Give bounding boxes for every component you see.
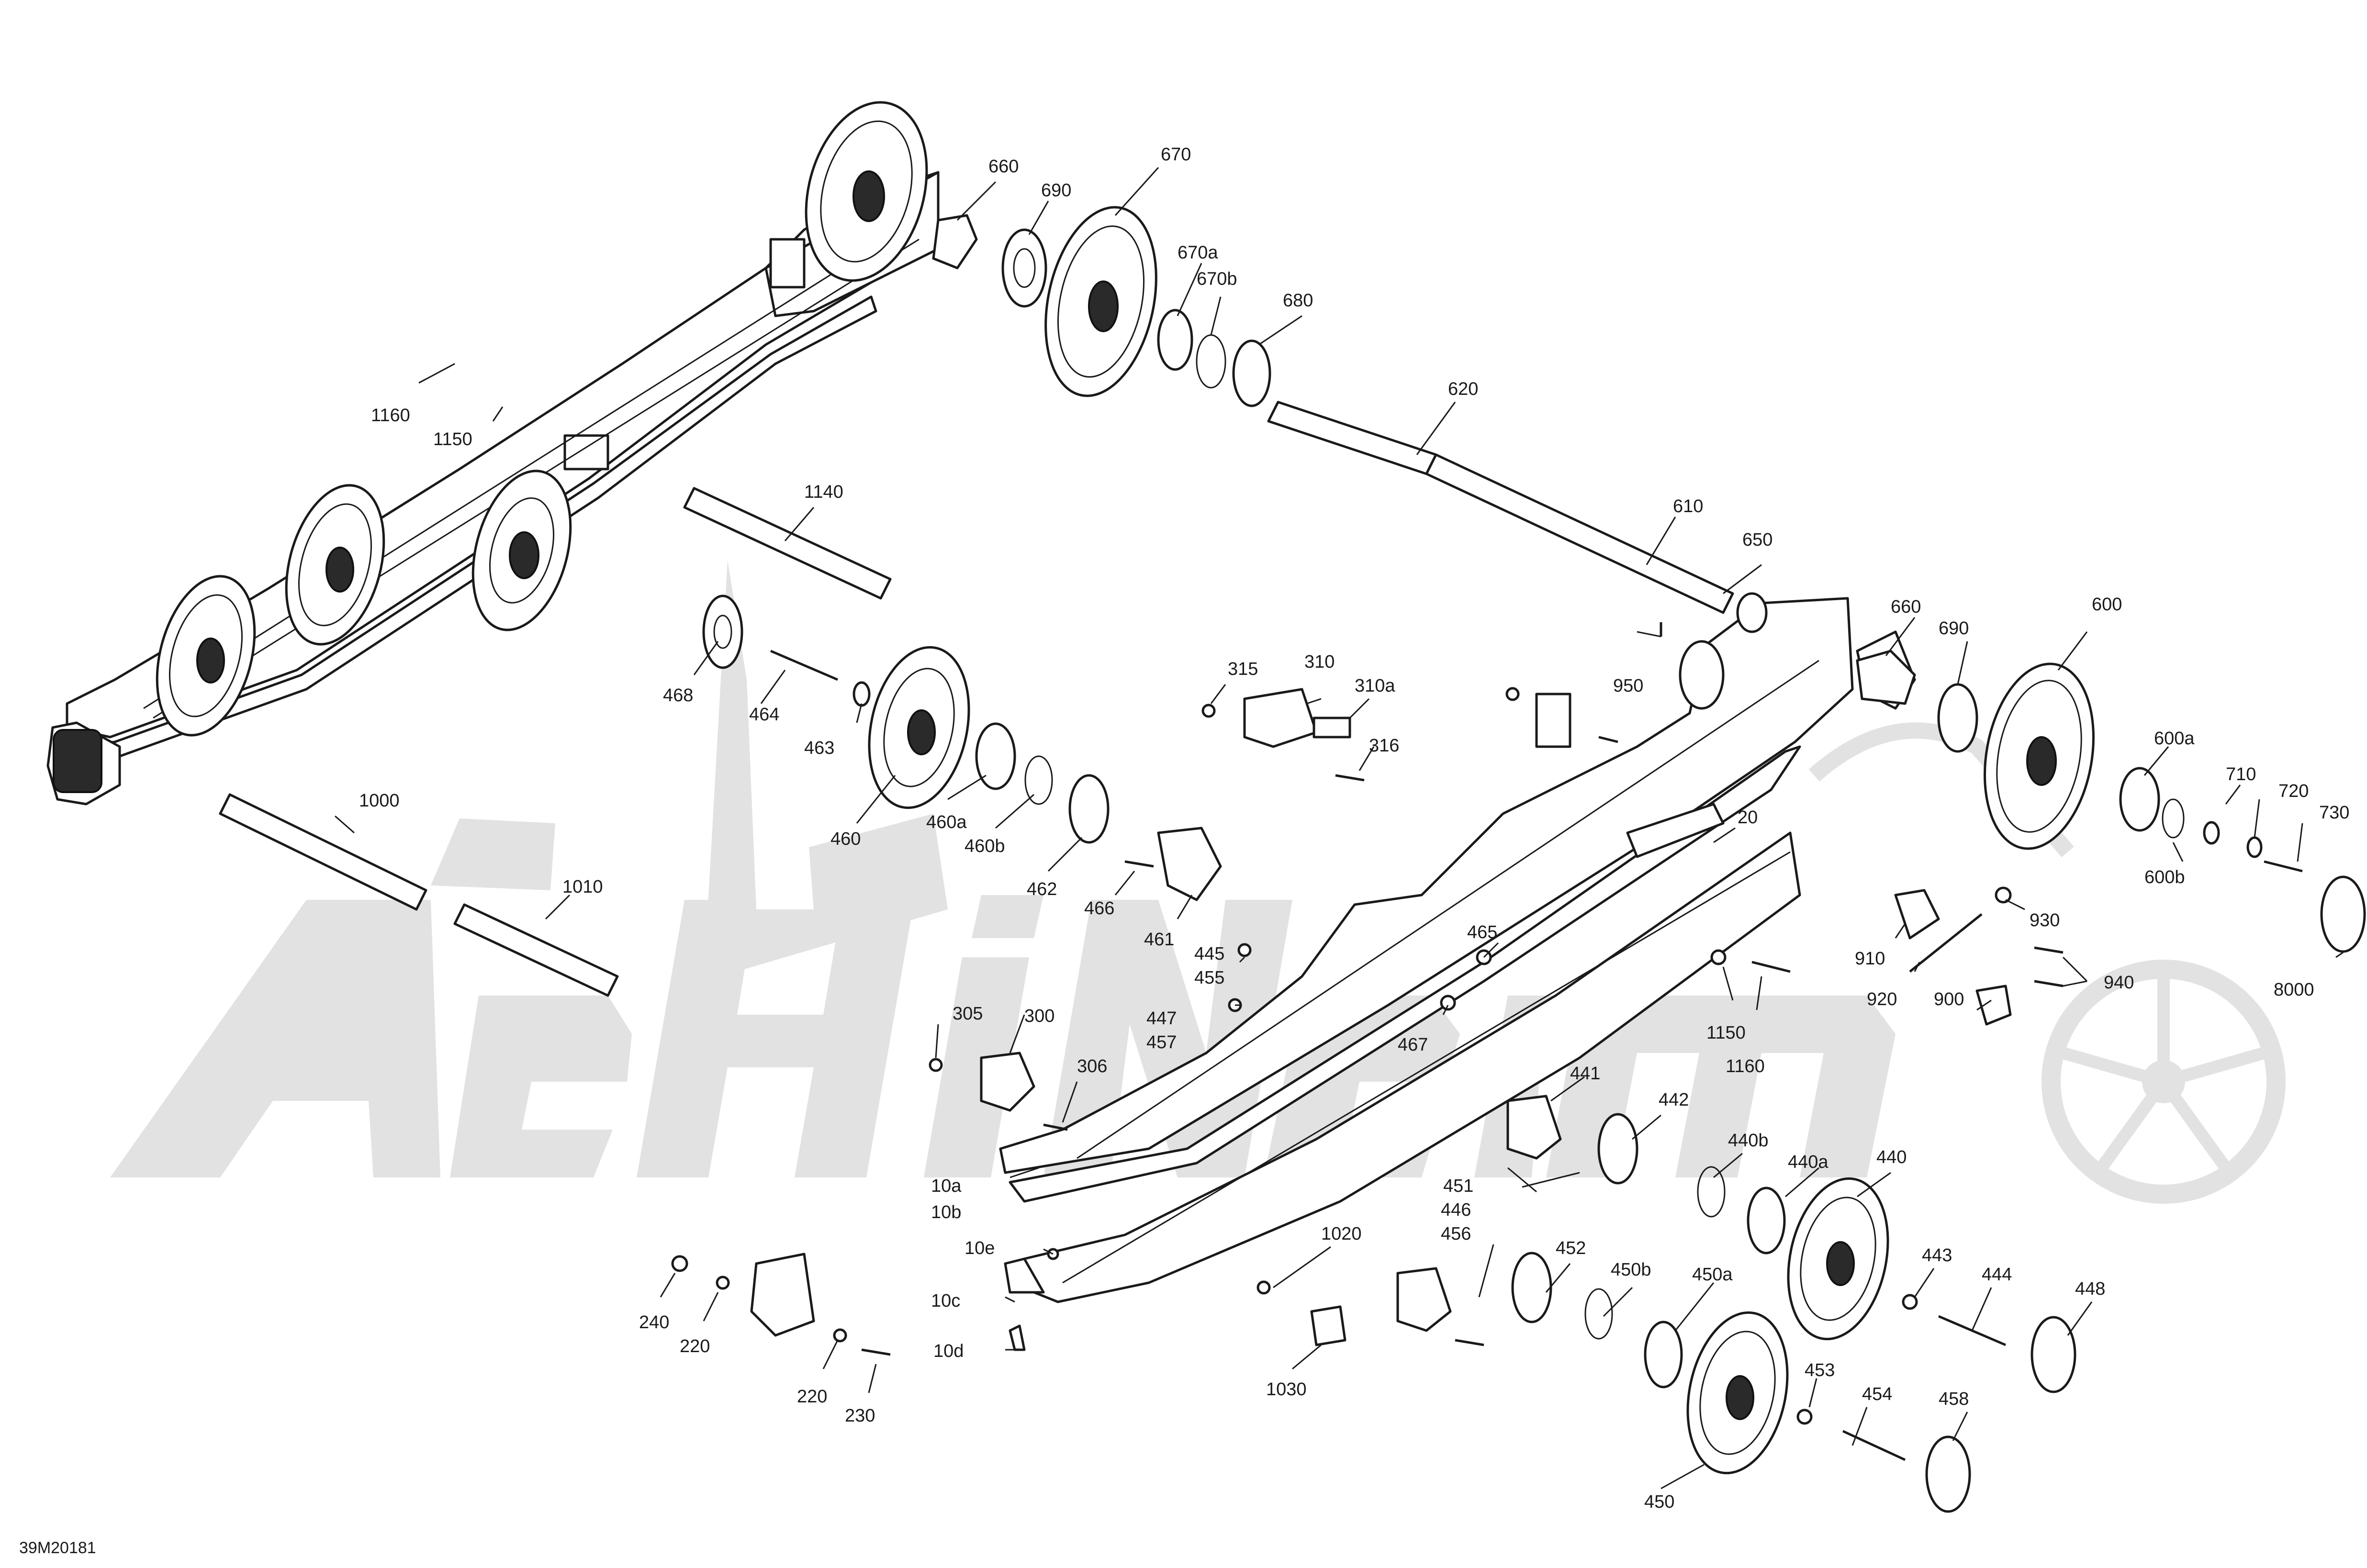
callout-1160a: 1160 [371,405,410,426]
callout-460: 460 [830,829,861,849]
callout-450b: 450b [1611,1260,1651,1280]
callout-620: 620 [1448,379,1478,399]
callout-465: 465 [1467,922,1497,942]
callout-220b: 220 [797,1387,827,1407]
callout-458: 458 [1939,1389,1969,1409]
callout-460a: 460a [926,812,967,832]
callout-220a: 220 [680,1336,710,1356]
callout-1150a: 1150 [433,429,472,449]
callout-670b: 670b [1197,269,1237,289]
left-rail-assembly [46,101,940,806]
leader-lines [335,167,2344,1490]
callout-461: 461 [1144,930,1174,950]
callout-20: 20 [1738,807,1758,828]
callout-300: 300 [1024,1006,1054,1026]
callout-650: 650 [1742,530,1772,550]
callout-1140: 1140 [804,482,843,502]
callout-305: 305 [953,1004,983,1024]
callout-441: 441 [1570,1064,1600,1084]
callout-8000: 8000 [2274,980,2314,1000]
callout-labels: 660 690 670 670a 670b 680 620 610 650 11… [359,145,2349,1512]
callout-442: 442 [1659,1090,1689,1110]
callout-446: 446 [1441,1200,1471,1220]
callout-448: 448 [2075,1279,2105,1299]
shafts [219,401,1734,997]
callout-310a: 310a [1355,676,1395,696]
callout-670a: 670a [1178,243,1218,263]
callout-1150b: 1150 [1706,1023,1746,1043]
callout-600a: 600a [2154,728,2195,749]
slide-front-parts [671,1248,1346,1356]
callout-445: 445 [1194,944,1224,964]
callout-930: 930 [2030,910,2060,930]
callout-720: 720 [2278,781,2309,801]
callout-690b: 690 [1939,618,1969,638]
callout-455: 455 [1194,968,1224,988]
callout-240: 240 [639,1312,669,1333]
callout-1010: 1010 [562,877,603,897]
callout-730: 730 [2319,803,2349,823]
callout-464: 464 [749,705,779,725]
callout-466: 466 [1084,898,1114,918]
callout-440b: 440b [1728,1131,1769,1151]
callout-230: 230 [845,1406,875,1426]
callout-10a: 10a [931,1176,962,1196]
callout-690a: 690 [1041,180,1071,201]
callout-462: 462 [1027,879,1057,899]
callout-1160b: 1160 [1726,1056,1765,1076]
callout-600b: 600b [2144,867,2185,887]
callout-468: 468 [663,685,693,706]
callout-451: 451 [1443,1176,1473,1196]
callout-610: 610 [1673,496,1703,516]
callout-600: 600 [2092,594,2122,615]
callout-950: 950 [1613,676,1643,696]
callout-710: 710 [2226,764,2256,784]
callout-910: 910 [1855,949,1885,969]
callout-440: 440 [1876,1147,1907,1167]
callout-453: 453 [1805,1360,1835,1380]
callout-443: 443 [1922,1245,1952,1266]
callout-900: 900 [1934,989,1964,1009]
callout-454: 454 [1862,1384,1892,1404]
callout-450a: 450a [1692,1265,1733,1285]
callout-463: 463 [804,738,834,758]
callout-670: 670 [1161,145,1191,165]
callout-1000: 1000 [359,791,400,811]
callout-940: 940 [2104,973,2134,993]
callout-456: 456 [1441,1224,1471,1244]
callout-450: 450 [1644,1492,1674,1512]
callout-680: 680 [1283,291,1313,311]
callout-10c: 10c [931,1291,960,1311]
callout-660b: 660 [1891,597,1921,617]
callout-1030: 1030 [1266,1379,1307,1400]
callout-10e: 10e [965,1238,995,1258]
lower-bracket-group [1396,949,2076,1513]
callout-310: 310 [1304,652,1335,672]
callout-467: 467 [1398,1035,1428,1055]
front-right-wheel-group [1856,650,2366,1026]
callout-457: 457 [1146,1032,1177,1053]
callout-460b: 460b [965,836,1005,856]
callout-452: 452 [1556,1238,1586,1258]
diagram-code: 39M20181 [19,1539,96,1557]
callout-10b: 10b [931,1202,961,1222]
callout-920: 920 [1867,989,1897,1009]
middle-wheel-group [702,594,1222,901]
right-rail-assembly [999,597,1916,1303]
center-brackets [929,622,1662,1131]
callout-440a: 440a [1788,1152,1829,1172]
callout-306: 306 [1077,1056,1107,1076]
callout-10d: 10d [933,1341,964,1361]
callout-447: 447 [1146,1008,1177,1029]
callout-1020: 1020 [1321,1224,1362,1244]
rear-idler-parts [932,206,1768,710]
callout-316: 316 [1369,736,1399,756]
callout-660a: 660 [988,157,1019,177]
callout-315: 315 [1228,659,1258,679]
callout-444: 444 [1982,1265,2012,1285]
